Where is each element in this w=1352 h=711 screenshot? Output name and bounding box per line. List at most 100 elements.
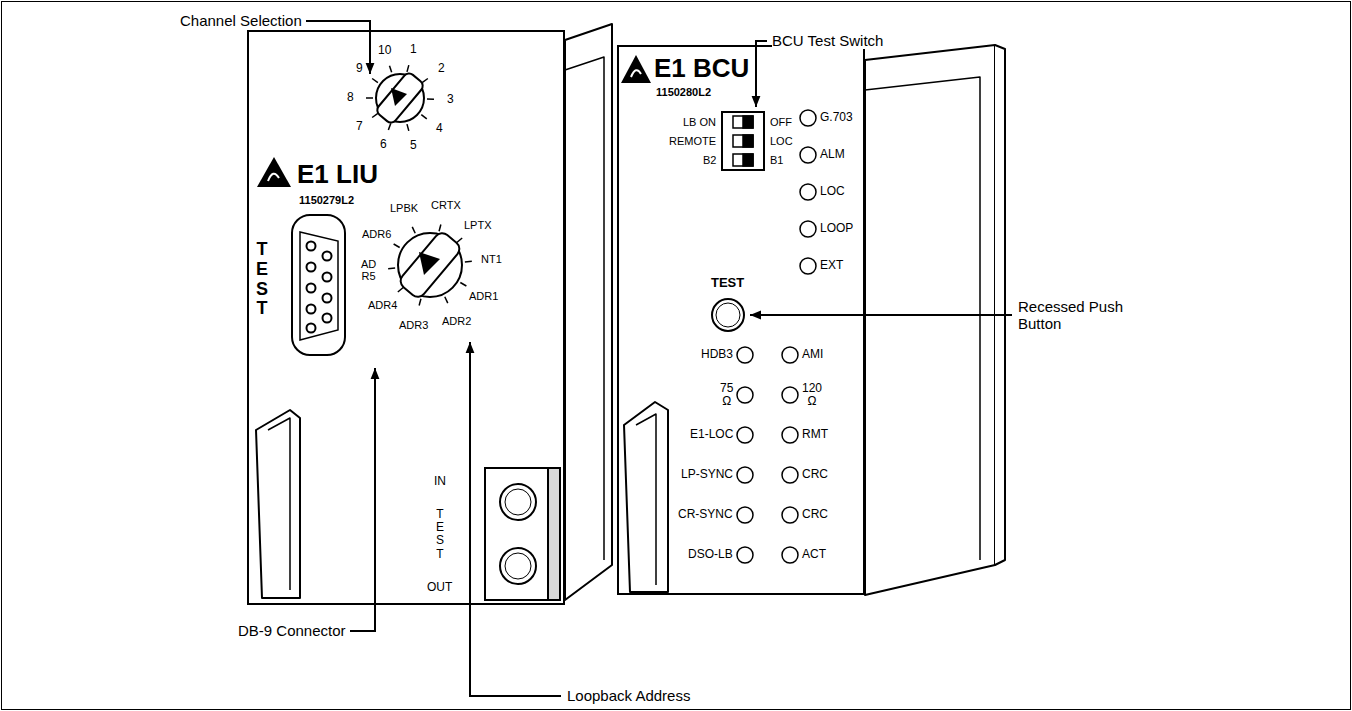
led <box>737 110 816 563</box>
ejector-lever <box>256 410 300 598</box>
loopback-position: ADR3 <box>399 319 428 332</box>
dip-switch <box>733 116 753 128</box>
db9-connector <box>323 314 332 323</box>
dip-switch <box>743 154 753 166</box>
ejector-lever <box>268 418 290 590</box>
dial-tick <box>389 66 391 73</box>
switch-label: REMOTE <box>669 135 716 148</box>
bcu-bracket <box>865 45 1005 595</box>
bcu-bracket <box>865 77 980 560</box>
led-label: CRC <box>802 468 828 482</box>
dial-tick <box>439 224 441 231</box>
channel-number: 10 <box>378 44 391 58</box>
led-label: DSO-LB <box>688 548 733 562</box>
jack-label: OUT <box>427 581 452 595</box>
leader-line <box>470 342 561 696</box>
dial-tick <box>372 78 378 82</box>
led-label: LOC <box>820 185 845 199</box>
db9-connector <box>307 324 316 333</box>
push-button <box>712 299 744 331</box>
dial-tick <box>419 299 421 306</box>
led-label: ACT <box>802 548 826 562</box>
led-label: ALM <box>820 148 845 162</box>
test-jacks <box>505 553 531 579</box>
channel-number: 9 <box>356 62 363 76</box>
dial-tick <box>465 261 472 263</box>
dip-switch <box>743 135 753 147</box>
db9-connector <box>307 242 316 251</box>
db9-connector <box>323 273 332 282</box>
dial-ticks <box>366 65 472 305</box>
bcu-bracket <box>865 45 995 595</box>
leader-line <box>350 368 375 631</box>
callout-label: BCU Test Switch <box>772 32 883 49</box>
test-jacks <box>548 468 560 600</box>
liu-bracket <box>565 24 612 600</box>
callout-label: Loopback Address <box>567 687 690 704</box>
loopback-position: ADR2 <box>442 315 471 328</box>
leader-line <box>756 41 767 107</box>
led <box>737 467 753 483</box>
test-jacks <box>485 468 560 600</box>
esd-symbol <box>621 55 651 83</box>
switch-label: B1 <box>770 154 783 167</box>
dial-tick <box>460 283 466 287</box>
push-button <box>716 303 740 327</box>
db9-connector <box>300 232 338 340</box>
liu-plate <box>247 30 565 605</box>
esd-symbol <box>268 174 279 181</box>
channel-number: 2 <box>438 62 445 76</box>
led-label: AMI <box>802 348 823 362</box>
esd-symbol <box>621 55 651 83</box>
loopback-position: CRTX <box>431 199 461 212</box>
part-number: 1150280L2 <box>656 86 711 98</box>
leader-line <box>306 21 1012 696</box>
ejector-lever <box>636 414 656 585</box>
dial-tick <box>388 123 390 130</box>
part-number: 1150279L2 <box>299 194 354 206</box>
dial-tick <box>394 244 400 248</box>
dial-tick <box>407 65 409 72</box>
led <box>800 258 816 274</box>
jack-label: TEST <box>434 508 446 561</box>
dip-switch <box>743 116 753 128</box>
dial-tick <box>366 97 373 99</box>
esd-symbol <box>631 70 641 77</box>
dial-tick <box>445 297 448 303</box>
test-jacks <box>500 548 536 584</box>
led-label: G.703 <box>820 111 853 125</box>
led-label: LP-SYNC <box>681 468 733 482</box>
led <box>800 221 816 237</box>
loopback-rotary-switch <box>397 230 462 300</box>
dial-tick <box>427 98 434 100</box>
callout-label: Channel Selection <box>180 12 302 29</box>
switch-label: B2 <box>703 154 716 167</box>
loopback-rotary-switch <box>419 252 440 275</box>
db9-connector <box>323 252 332 261</box>
dial-tick <box>421 115 427 119</box>
jack-label: IN <box>434 475 446 489</box>
db9-connector <box>323 294 332 303</box>
db9-connector <box>292 215 345 355</box>
loopback-position: LPTX <box>464 219 492 232</box>
dial-tick <box>457 238 462 242</box>
channel-number: 4 <box>436 122 443 136</box>
db9-connector <box>307 284 316 293</box>
esd-symbol <box>257 157 291 187</box>
led-label: RMT <box>802 428 828 442</box>
led <box>782 547 798 563</box>
dial-tick <box>372 113 378 117</box>
loopback-rotary-switch <box>397 230 462 300</box>
channel-rotary-switch <box>391 88 407 106</box>
dial-tick <box>398 287 403 291</box>
led-label: CR-SYNC <box>678 508 733 522</box>
dial-tick <box>407 124 409 131</box>
dip-switch <box>733 135 753 147</box>
dip-switch <box>722 112 764 170</box>
channel-number: 7 <box>356 120 363 134</box>
dip-switch <box>722 112 764 170</box>
card-faceplate: E1 LIU1150279L2 <box>247 30 565 605</box>
led-label: EXT <box>820 259 843 273</box>
